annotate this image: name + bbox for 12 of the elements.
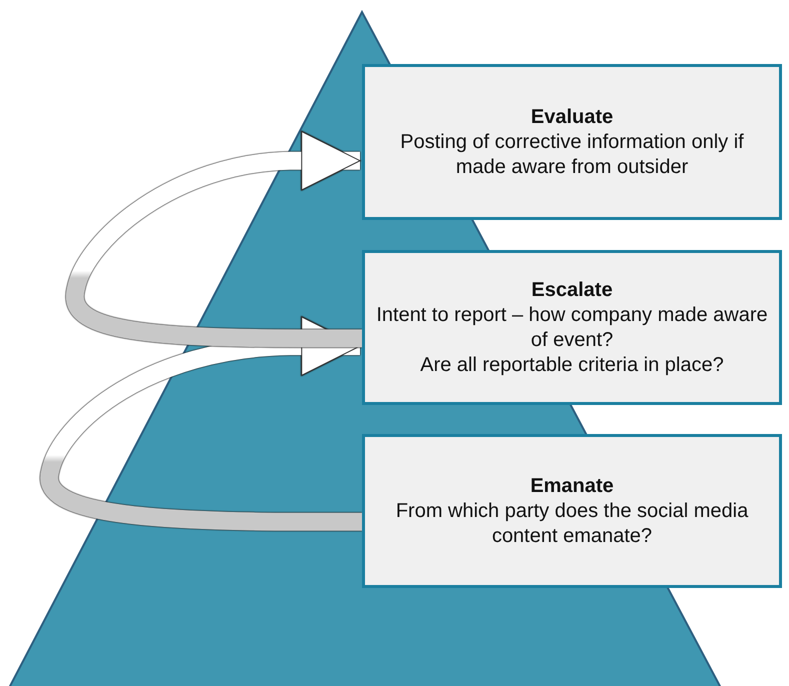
text-box — [362, 64, 782, 220]
description: From which party does the social media content emanate? — [394, 498, 750, 548]
heading: Emanate — [530, 474, 614, 498]
heading: Escalate — [531, 278, 613, 302]
description: Are all reportable criteria in place? — [420, 352, 724, 378]
text-box — [362, 250, 782, 405]
text-box — [362, 434, 782, 588]
description: Posting of corrective information only if made aware from outsider — [399, 130, 745, 180]
heading: Evaluate — [530, 104, 614, 130]
description: Intent to report – how company made aware of event? — [375, 302, 769, 352]
curved-arrow — [40, 316, 362, 531]
curved-arrow — [66, 131, 362, 348]
